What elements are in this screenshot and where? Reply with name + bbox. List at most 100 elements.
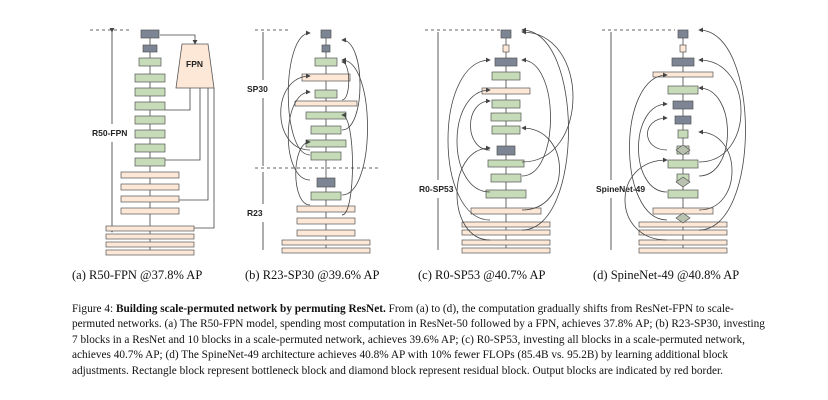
block (310, 125, 342, 135)
block (281, 239, 371, 246)
block (294, 100, 358, 107)
block (320, 29, 332, 39)
figure-caption: Figure 4: Building scale-permuted networ… (72, 302, 772, 379)
side-label-sp30: SP30 (247, 84, 268, 94)
block (305, 139, 347, 148)
block (461, 239, 551, 246)
block (677, 129, 689, 139)
block (674, 115, 692, 125)
block (296, 229, 356, 237)
block (120, 183, 180, 191)
connection-arrow (341, 57, 368, 196)
connection-arrow (341, 59, 350, 101)
block (134, 129, 166, 139)
block (301, 73, 351, 82)
connection-arrow (647, 115, 668, 151)
block (667, 189, 699, 199)
caption-title: Building scale-permuted network by permu… (115, 303, 386, 315)
block (296, 217, 356, 225)
caption-prefix: Figure 4: (72, 303, 116, 315)
block (134, 157, 166, 167)
block (487, 159, 525, 168)
panel-a-r50-fpn: R50-FPN FPN (90, 28, 215, 256)
block (134, 87, 166, 97)
connection-arrow (698, 129, 733, 211)
panel-d-spinenet-49: SpineNet-49 (596, 27, 746, 254)
connection-arrow (521, 57, 551, 177)
block (652, 71, 714, 78)
panel-d-label: (d) SpineNet-49 @40.8% AP (593, 268, 740, 282)
block (491, 71, 521, 81)
side-label-spinenet-49: SpineNet-49 (596, 184, 645, 194)
block (314, 57, 338, 67)
block (677, 29, 689, 39)
block (105, 241, 195, 248)
block (496, 145, 516, 156)
block (667, 159, 699, 169)
block (671, 57, 695, 67)
panel-c-label: (c) R0-SP53 @40.7% AP (418, 268, 546, 282)
block (461, 229, 551, 236)
connection-arrow (456, 145, 491, 241)
connection-arrow (470, 98, 491, 151)
connection-arrow (287, 30, 311, 156)
block (105, 249, 195, 256)
block (134, 143, 166, 153)
block (140, 29, 160, 39)
block (138, 57, 162, 67)
connection-arrow (521, 125, 560, 211)
panel-b-r23-sp30: SP30 R23 (247, 29, 380, 254)
block (485, 189, 527, 199)
connection-arrow (280, 73, 311, 151)
block (638, 247, 728, 254)
caption-body: From (a) to (d), the computation gradual… (72, 303, 765, 377)
fpn-label: FPN (186, 59, 203, 69)
connection-arrow (287, 89, 311, 181)
block (120, 207, 180, 215)
block (500, 29, 512, 39)
block (672, 100, 694, 110)
block (502, 44, 510, 53)
panel-a-label: (a) R50-FPN @37.8% AP (72, 268, 203, 282)
panel-c-r0-sp53: R0-SP53 (419, 27, 574, 254)
connection-arrow (629, 72, 668, 221)
block (490, 173, 522, 183)
block (316, 177, 336, 188)
block (310, 151, 342, 161)
connection-arrow (521, 27, 569, 231)
residual-block (675, 144, 691, 156)
block (134, 115, 166, 125)
connection-arrow (341, 112, 353, 216)
block (490, 112, 522, 122)
block (491, 125, 521, 135)
block (142, 44, 158, 53)
connection-arrow (638, 101, 668, 193)
connection-arrow (456, 87, 491, 193)
block (310, 191, 342, 201)
block (638, 229, 728, 236)
residual-block (675, 176, 691, 188)
block (120, 171, 180, 179)
connection-arrow (295, 139, 311, 206)
block (105, 225, 195, 232)
block (134, 73, 166, 83)
block (494, 57, 518, 67)
block (105, 233, 195, 240)
block (120, 195, 180, 203)
panel-b-label: (b) R23-SP30 @39.6% AP (245, 268, 380, 282)
block (667, 85, 699, 95)
block (134, 101, 166, 111)
side-label-r23: R23 (247, 208, 263, 218)
block (679, 44, 687, 53)
side-label-r50-fpn: R50-FPN (92, 128, 127, 138)
block (305, 111, 347, 120)
connection-arrow (698, 57, 742, 163)
block (314, 89, 338, 99)
block (461, 247, 551, 254)
connection-arrow (447, 57, 491, 221)
block (638, 239, 728, 246)
residual-block (675, 212, 691, 224)
block (491, 99, 521, 109)
connection-arrow (521, 29, 574, 163)
side-label-r0-sp53: R0-SP53 (419, 184, 454, 194)
